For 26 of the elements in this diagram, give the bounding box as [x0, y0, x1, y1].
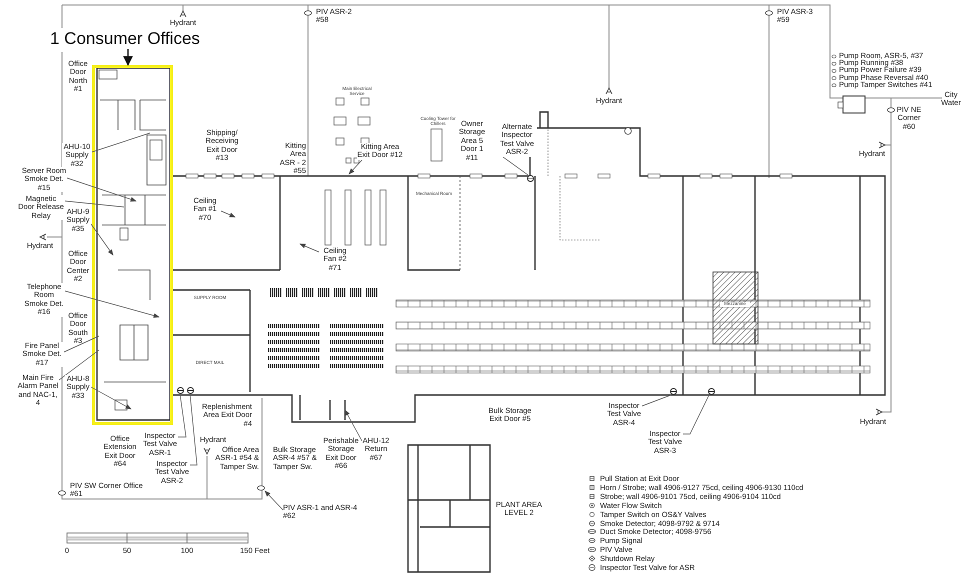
leader-line: [642, 394, 672, 406]
area-title: 1 Consumer Offices: [50, 30, 200, 49]
test-valve-symbol: [526, 174, 534, 182]
leader-line: [64, 200, 124, 208]
leader-line: [64, 290, 160, 318]
leader-line: [682, 394, 710, 434]
test-valve-symbol: [186, 386, 194, 394]
leader-line: [58, 350, 100, 380]
leader-line: [92, 132, 150, 152]
highlight-box: [92, 65, 173, 425]
leader-line: [344, 409, 362, 442]
leader-line: [264, 490, 284, 510]
leader-line: [66, 178, 137, 202]
leader-line: [90, 224, 114, 256]
arrow: [123, 49, 133, 66]
leader-line: [190, 394, 198, 466]
test-valve-symbol: [670, 388, 676, 394]
test-valve-symbol: [176, 386, 184, 394]
leader-line: [299, 244, 320, 252]
leader-line: [502, 156, 528, 176]
leader-line: [348, 160, 362, 174]
test-valve-symbol: [708, 388, 714, 394]
leader-line: [220, 210, 236, 218]
leader-line: [90, 386, 132, 410]
leader-line: [178, 394, 186, 438]
leader-line: [64, 336, 100, 352]
